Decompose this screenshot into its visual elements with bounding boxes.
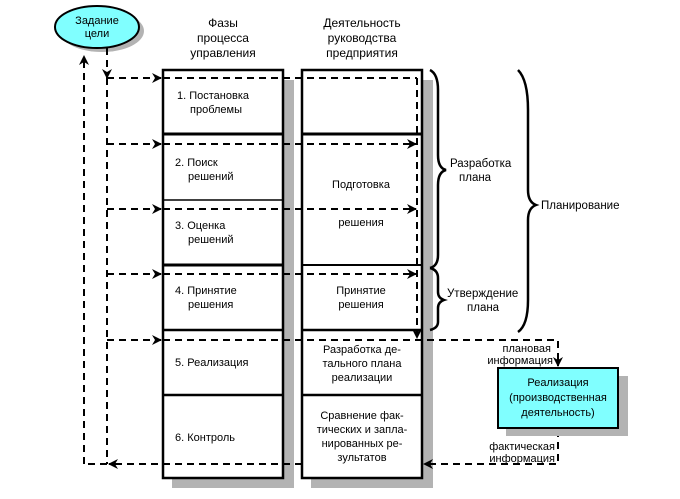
activity-header-line-1: Деятельность	[323, 16, 400, 30]
actual-info-line-2: информация	[489, 453, 555, 465]
phase-2: 2. Поиск решений	[175, 157, 234, 183]
phase-4-line-1: 4. Принятие	[175, 285, 237, 297]
phase-1: 1. Постановка проблемы	[177, 90, 250, 116]
phases-header-line-1: Фазы	[208, 16, 238, 30]
planning-label: Планирование	[541, 200, 619, 212]
phase-6-line-1: 6. Контроль	[175, 432, 235, 444]
phase-4-line-2: решения	[188, 299, 233, 311]
realization-line-3: деятельность)	[521, 407, 594, 419]
activity-decision-line-2: решения	[338, 299, 383, 311]
realization-line-1: Реализация	[527, 377, 588, 389]
activity-header-line-3: предприятия	[326, 46, 398, 60]
phase-5: 5. Реализация	[175, 357, 248, 369]
phase-2-line-1: 2. Поиск	[175, 157, 218, 169]
plan-approval-line-2: плана	[467, 302, 500, 314]
activity-preparation-line-2: решения	[338, 217, 383, 229]
plan-development-line-2: плана	[459, 172, 492, 184]
activity-comparison: Сравнение фак- тических и запла- нирован…	[317, 410, 408, 464]
brace-plan-development: Разработка плана	[429, 68, 512, 270]
goal-label-line-2: цели	[85, 28, 110, 40]
planned-info-line-2: информация	[487, 355, 553, 367]
flow-lines	[79, 48, 563, 469]
activity-detailed-plan: Разработка де- тального плана реализации	[322, 344, 402, 384]
activity-comparison-line-1: Сравнение фак-	[320, 410, 404, 422]
activity-detailed-plan-line-1: Разработка де-	[323, 344, 401, 356]
activity-preparation: Подготовка решения	[332, 179, 391, 229]
activity-detailed-plan-line-3: реализации	[332, 372, 393, 384]
realization-line-2: (производственная	[509, 392, 607, 404]
activity-comparison-line-3: нированных ре-	[322, 438, 403, 450]
planned-info-flow	[163, 339, 563, 367]
phases-header-line-2: процесса	[197, 31, 249, 45]
activity-comparison-line-4: зультатов	[337, 452, 386, 464]
planned-info-line-1: плановая	[503, 343, 552, 355]
brace-planning: Планирование	[517, 69, 619, 334]
phase-5-line-1: 5. Реализация	[175, 357, 248, 369]
plan-approval-line-1: Утверждение	[447, 288, 518, 300]
phases-header-line-3: управления	[190, 46, 255, 60]
goal-label-line-1: Задание	[75, 15, 119, 27]
activity-header: Деятельность руководства предприятия	[323, 16, 400, 60]
activity-preparation-line-1: Подготовка	[332, 179, 391, 191]
realization-node: Реализация (производственная деятельност…	[497, 367, 628, 436]
planned-info-label: плановая информация	[487, 343, 553, 367]
plan-development-line-1: Разработка	[450, 158, 512, 170]
activity-header-line-2: руководства	[328, 31, 397, 45]
goal-node: Задание цели	[54, 5, 144, 52]
phase-1-line-1: 1. Постановка	[177, 90, 250, 102]
phase-6: 6. Контроль	[175, 432, 235, 444]
phase-3-line-1: 3. Оценка	[175, 220, 226, 232]
activity-detailed-plan-line-2: тального плана	[322, 358, 402, 370]
phases-header: Фазы процесса управления	[190, 16, 255, 60]
phase-2-line-2: решений	[188, 171, 234, 183]
activity-decision-line-1: Принятие	[336, 285, 386, 297]
phase-1-line-2: проблемы	[190, 104, 242, 116]
activity-decision: Принятие решения	[336, 285, 386, 311]
phase-3-line-2: решений	[188, 234, 234, 246]
actual-info-line-1: фактическая	[489, 441, 555, 453]
activity-comparison-line-2: тических и запла-	[317, 424, 408, 436]
brace-plan-approval: Утверждение плана	[429, 266, 518, 332]
phase-4: 4. Принятие решения	[175, 285, 237, 311]
actual-info-label: фактическая информация	[489, 441, 555, 465]
actual-info-flow	[423, 430, 559, 469]
phase-3: 3. Оценка решений	[175, 220, 234, 246]
